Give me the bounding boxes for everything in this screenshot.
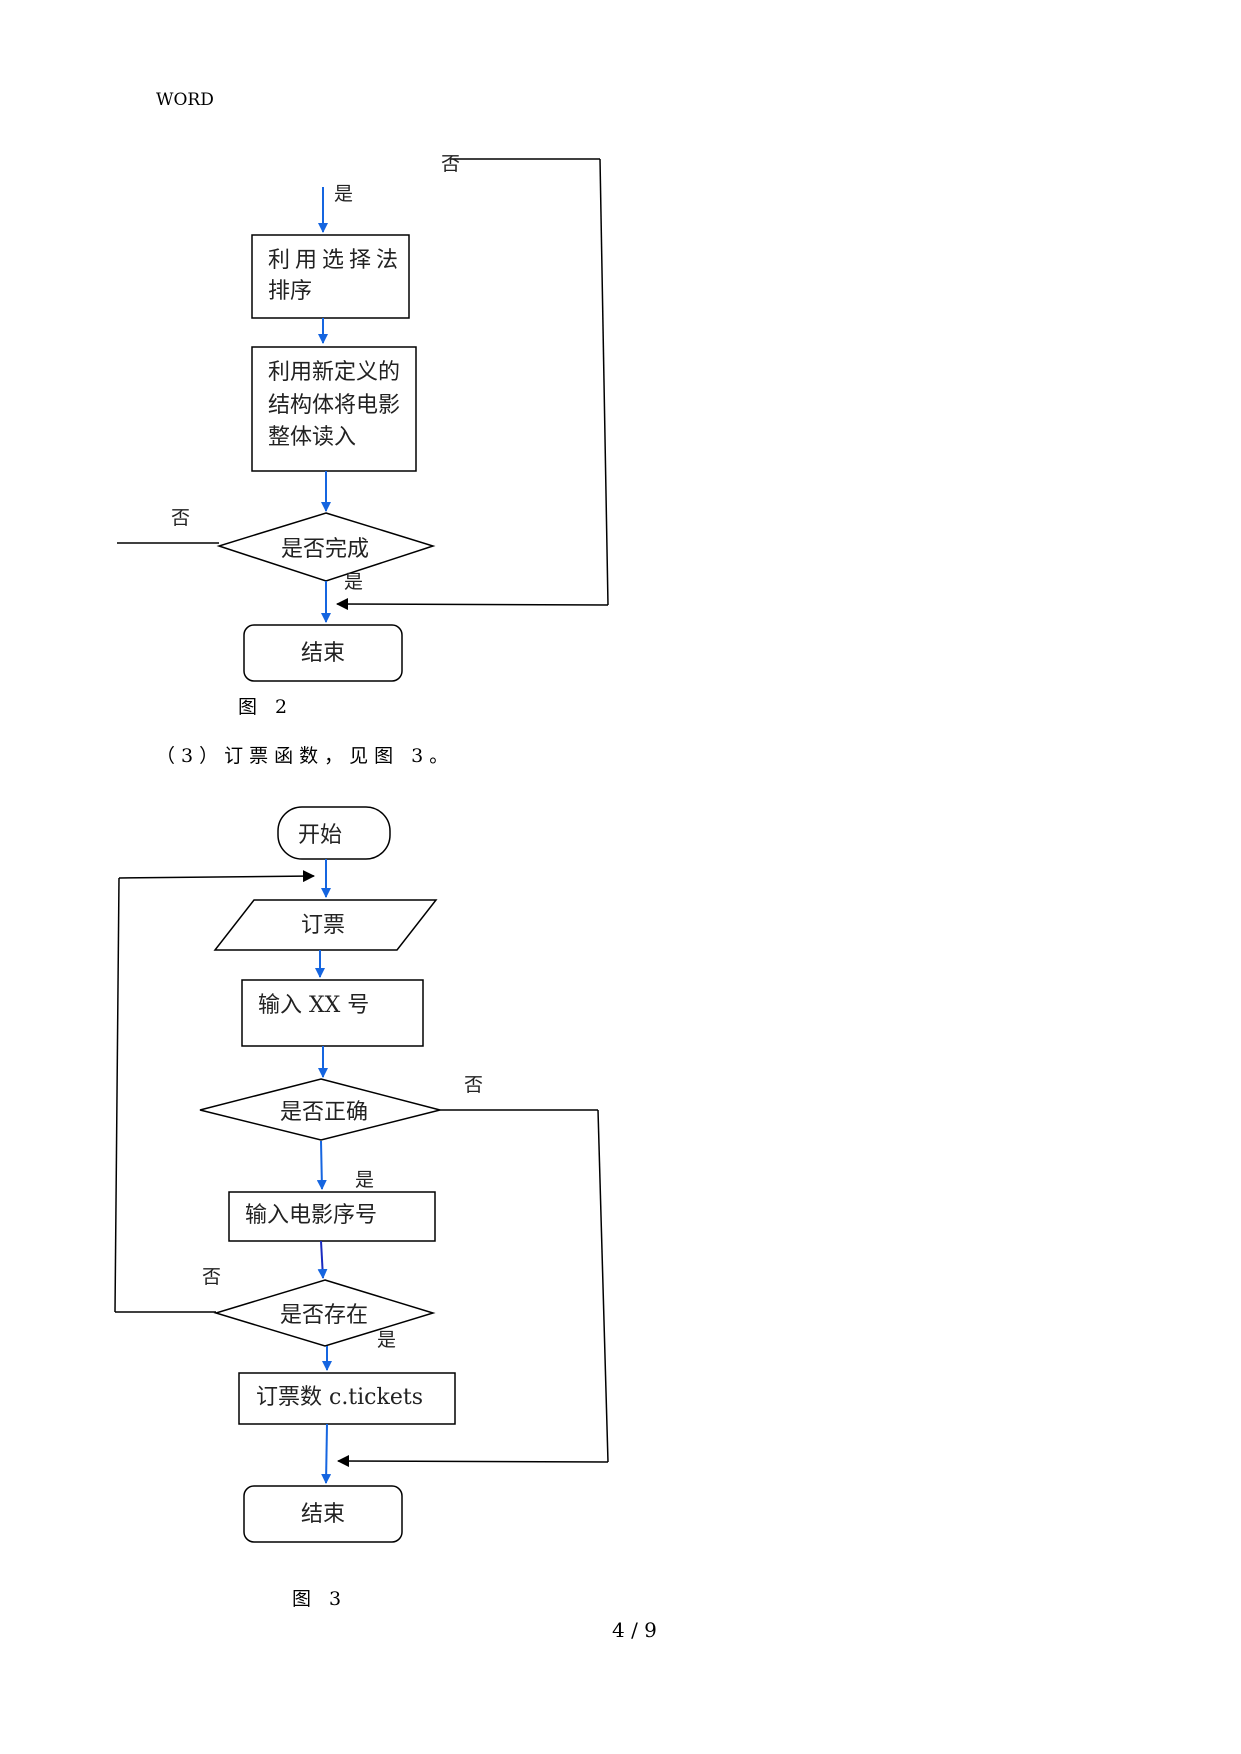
fig3-right-no-loop — [337, 1109, 609, 1468]
fig3-tickets-box — [238, 1372, 456, 1425]
fig3-start-label: 开始 — [298, 823, 342, 848]
fig3-yes1-label: 是 — [355, 1169, 374, 1191]
fig3-right-no-label: 否 — [464, 1074, 483, 1096]
fig3-arrow-movie-to-exists — [317, 1240, 328, 1279]
fig2-bottom-yes-label: 是 — [344, 571, 363, 593]
fig2-no-loop-right — [336, 158, 609, 611]
fig3-left-no-label: 否 — [202, 1266, 221, 1288]
fig3-end-terminal — [243, 1485, 403, 1543]
fig3-io-book — [213, 899, 438, 951]
fig2-top-yes-label: 是 — [334, 183, 353, 205]
fig2-sort-line-2: 排序 — [268, 279, 312, 304]
fig3-correct-label: 是否正确 — [280, 1100, 368, 1125]
fig3-io-label: 订票 — [301, 913, 345, 938]
page-number: 4 / 9 — [612, 1618, 657, 1642]
fig2-read-line-1: 利用新定义的 — [268, 360, 400, 385]
fig2-done-label: 是否完成 — [281, 537, 369, 562]
fig2-sort-line-1: 利用选择法 — [268, 248, 403, 273]
fig3-input-id-label: 输入 XX 号 — [258, 993, 369, 1018]
fig3-arrow-tickets-to-end — [321, 1423, 332, 1484]
figure-3-caption: 图 3 — [292, 1588, 348, 1610]
fig3-yes2-label: 是 — [377, 1329, 396, 1351]
document-header: WORD — [156, 90, 214, 110]
fig2-sort-box — [251, 234, 410, 319]
fig3-exists-label: 是否存在 — [280, 1303, 368, 1328]
figure-2-caption: 图 2 — [238, 696, 294, 718]
fig2-read-line-2: 结构体将电影 — [268, 393, 400, 418]
fig3-tickets-label: 订票数 c.tickets — [256, 1385, 423, 1410]
fig3-correct-diamond — [199, 1078, 441, 1141]
fig3-end-label: 结束 — [301, 1502, 345, 1527]
fig3-input-movie-box — [228, 1191, 436, 1242]
fig2-end-label: 结束 — [301, 641, 345, 666]
fig3-exists-diamond — [213, 1279, 436, 1347]
fig3-start-terminal — [277, 806, 391, 860]
fig2-read-line-3: 整体读入 — [268, 425, 356, 450]
fig3-input-id-box — [241, 979, 424, 1047]
fig3-input-movie-label: 输入电影序号 — [245, 1203, 377, 1228]
fig2-left-no-label: 否 — [171, 507, 190, 529]
fig3-arrow-correct-to-movie — [316, 1140, 327, 1190]
fig3-left-loop — [114, 870, 315, 1313]
fig2-top-no-label: 否 — [441, 153, 460, 175]
fig2-end-terminal — [243, 624, 403, 682]
section-3-heading: （3）订票函数，见图 3。 — [156, 745, 455, 767]
fig2-read-box — [251, 346, 417, 472]
